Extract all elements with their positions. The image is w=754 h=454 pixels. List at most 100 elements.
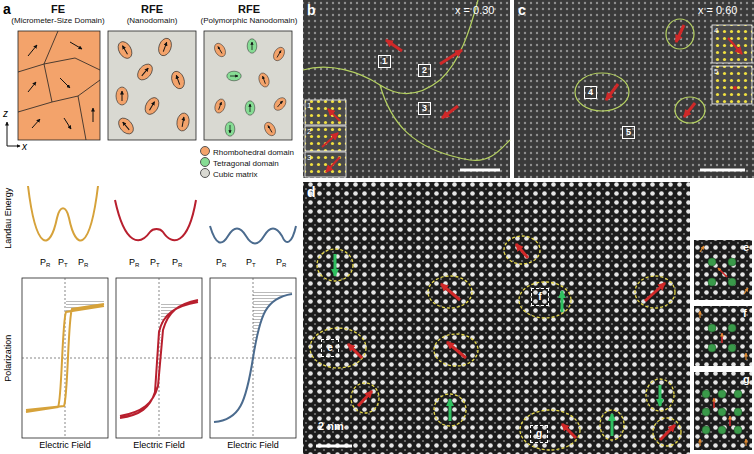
figure-label: x = 0.30 xyxy=(455,4,494,17)
haadf-image-d xyxy=(653,418,681,446)
hrtem-image-c xyxy=(514,0,754,178)
figure-label: 4 xyxy=(714,26,718,35)
hrtem-image-b xyxy=(386,40,462,118)
haadf-image-d xyxy=(358,391,372,406)
unit-cell-panels xyxy=(702,408,710,416)
hrtem-image-c xyxy=(700,169,745,172)
haadf-image-d xyxy=(310,328,366,368)
legend-row: Rhombohedral domain xyxy=(200,146,294,158)
figure-label: Electric Field xyxy=(227,440,279,450)
callout-box: 3 xyxy=(418,102,431,115)
haadf-image-d xyxy=(348,344,362,358)
hrtem-image-b xyxy=(440,50,462,64)
hysteresis-plots xyxy=(160,302,198,358)
haadf-image-d xyxy=(611,414,614,436)
figure-label: g xyxy=(743,373,750,386)
unit-cell-panels xyxy=(702,258,742,434)
callout-box: 4 xyxy=(584,86,597,99)
figure-label: R xyxy=(178,262,182,269)
hysteresis-plots xyxy=(65,278,66,438)
axis-arrows xyxy=(7,122,8,146)
hrtem-image-b xyxy=(305,100,346,125)
figure-label: f xyxy=(743,307,747,320)
legend-swatch xyxy=(200,157,210,167)
figure-label: 2 xyxy=(307,127,311,136)
hysteresis-plots xyxy=(159,278,160,438)
landau-curves xyxy=(115,200,196,240)
fe-domain-box xyxy=(18,31,100,140)
polymorphic-nanodomain-box xyxy=(227,71,241,81)
callout-box: g xyxy=(530,425,548,443)
panel-subheading: (Micrometer-Size Domain) xyxy=(8,16,108,26)
fe-domain-box xyxy=(32,119,40,128)
figure-label: Electric Field xyxy=(39,440,91,450)
legend-text: Cubic matrix xyxy=(213,170,257,179)
polymorphic-nanodomain-box xyxy=(272,95,289,112)
figure-label: T xyxy=(64,262,68,269)
figure-label: e xyxy=(743,241,749,254)
haadf-image-d xyxy=(303,182,690,454)
hrtem-image-c xyxy=(712,66,752,104)
unit-cell-panels xyxy=(694,306,752,366)
panel-heading-box: RFE(Polymorphic Nanodomain) xyxy=(200,3,298,140)
legend-text: Tetragonal domain xyxy=(213,159,279,168)
landau-curves xyxy=(28,186,296,244)
nanodomain-box xyxy=(108,31,196,140)
polymorphic-nanodomain-box xyxy=(262,120,278,137)
hrtem-image-c xyxy=(575,73,629,111)
panel-heading: RFE xyxy=(200,3,298,16)
hrtem-image-c xyxy=(728,38,742,54)
figure-label: z xyxy=(3,108,8,120)
fe-domain-box xyxy=(18,31,100,140)
panel-heading: FE xyxy=(8,3,108,16)
unit-cell-panels xyxy=(728,278,736,286)
unit-cell-panels xyxy=(708,258,716,266)
figure-label: P xyxy=(276,257,282,267)
axis-arrows xyxy=(7,122,20,146)
callout-number: 5 xyxy=(626,127,631,138)
figure-label: x = 0.60 xyxy=(698,4,737,17)
haadf-image-d xyxy=(303,182,690,454)
hysteresis-plots xyxy=(214,294,292,422)
unit-cell-panels xyxy=(700,246,748,446)
haadf-image-d xyxy=(351,383,379,413)
hysteresis-plots xyxy=(26,304,104,412)
unit-cell-panels xyxy=(694,240,752,300)
fe-domain-box xyxy=(64,118,71,129)
nanodomain-box xyxy=(108,31,196,140)
unit-cell-panels xyxy=(699,439,700,446)
figure-label: R xyxy=(282,262,286,269)
haadf-image-d xyxy=(310,236,681,450)
unit-cell-panels xyxy=(700,246,704,252)
haadf-image-d xyxy=(659,385,662,406)
haadf-image-d xyxy=(434,334,478,366)
unit-cell-panels xyxy=(728,258,736,266)
legend-swatch xyxy=(200,146,210,156)
fe-domain-box xyxy=(28,42,93,129)
hysteresis-plots xyxy=(116,358,202,359)
haadf-image-d xyxy=(520,410,580,450)
haadf-image-d xyxy=(646,379,674,411)
unit-cell-panels xyxy=(728,324,736,332)
nanodomain-box xyxy=(116,87,128,105)
fe-domain-box xyxy=(93,108,94,122)
hrtem-image-c xyxy=(712,25,752,63)
haadf-image-d xyxy=(447,342,466,358)
haadf-image-d xyxy=(519,282,571,318)
figure-label: P xyxy=(172,257,178,267)
panel-heading-box: RFE(Nanodomain) xyxy=(104,3,200,140)
haadf-image-d xyxy=(562,424,576,438)
hrtem-image-c xyxy=(606,84,618,100)
hysteresis-plots xyxy=(120,300,198,418)
unit-cell-panels xyxy=(718,408,726,416)
hrtem-image-b xyxy=(322,133,338,147)
hrtem-image-b xyxy=(322,109,340,172)
panel-letter: b xyxy=(307,2,316,18)
unit-cell-panels xyxy=(708,344,716,352)
figure-label: R xyxy=(84,262,88,269)
hrtem-image-c xyxy=(575,19,705,123)
nanodomain-box xyxy=(116,115,137,137)
callout-number: f xyxy=(532,289,548,305)
unit-cell-panels xyxy=(718,268,727,277)
haadf-image-d xyxy=(428,276,472,308)
